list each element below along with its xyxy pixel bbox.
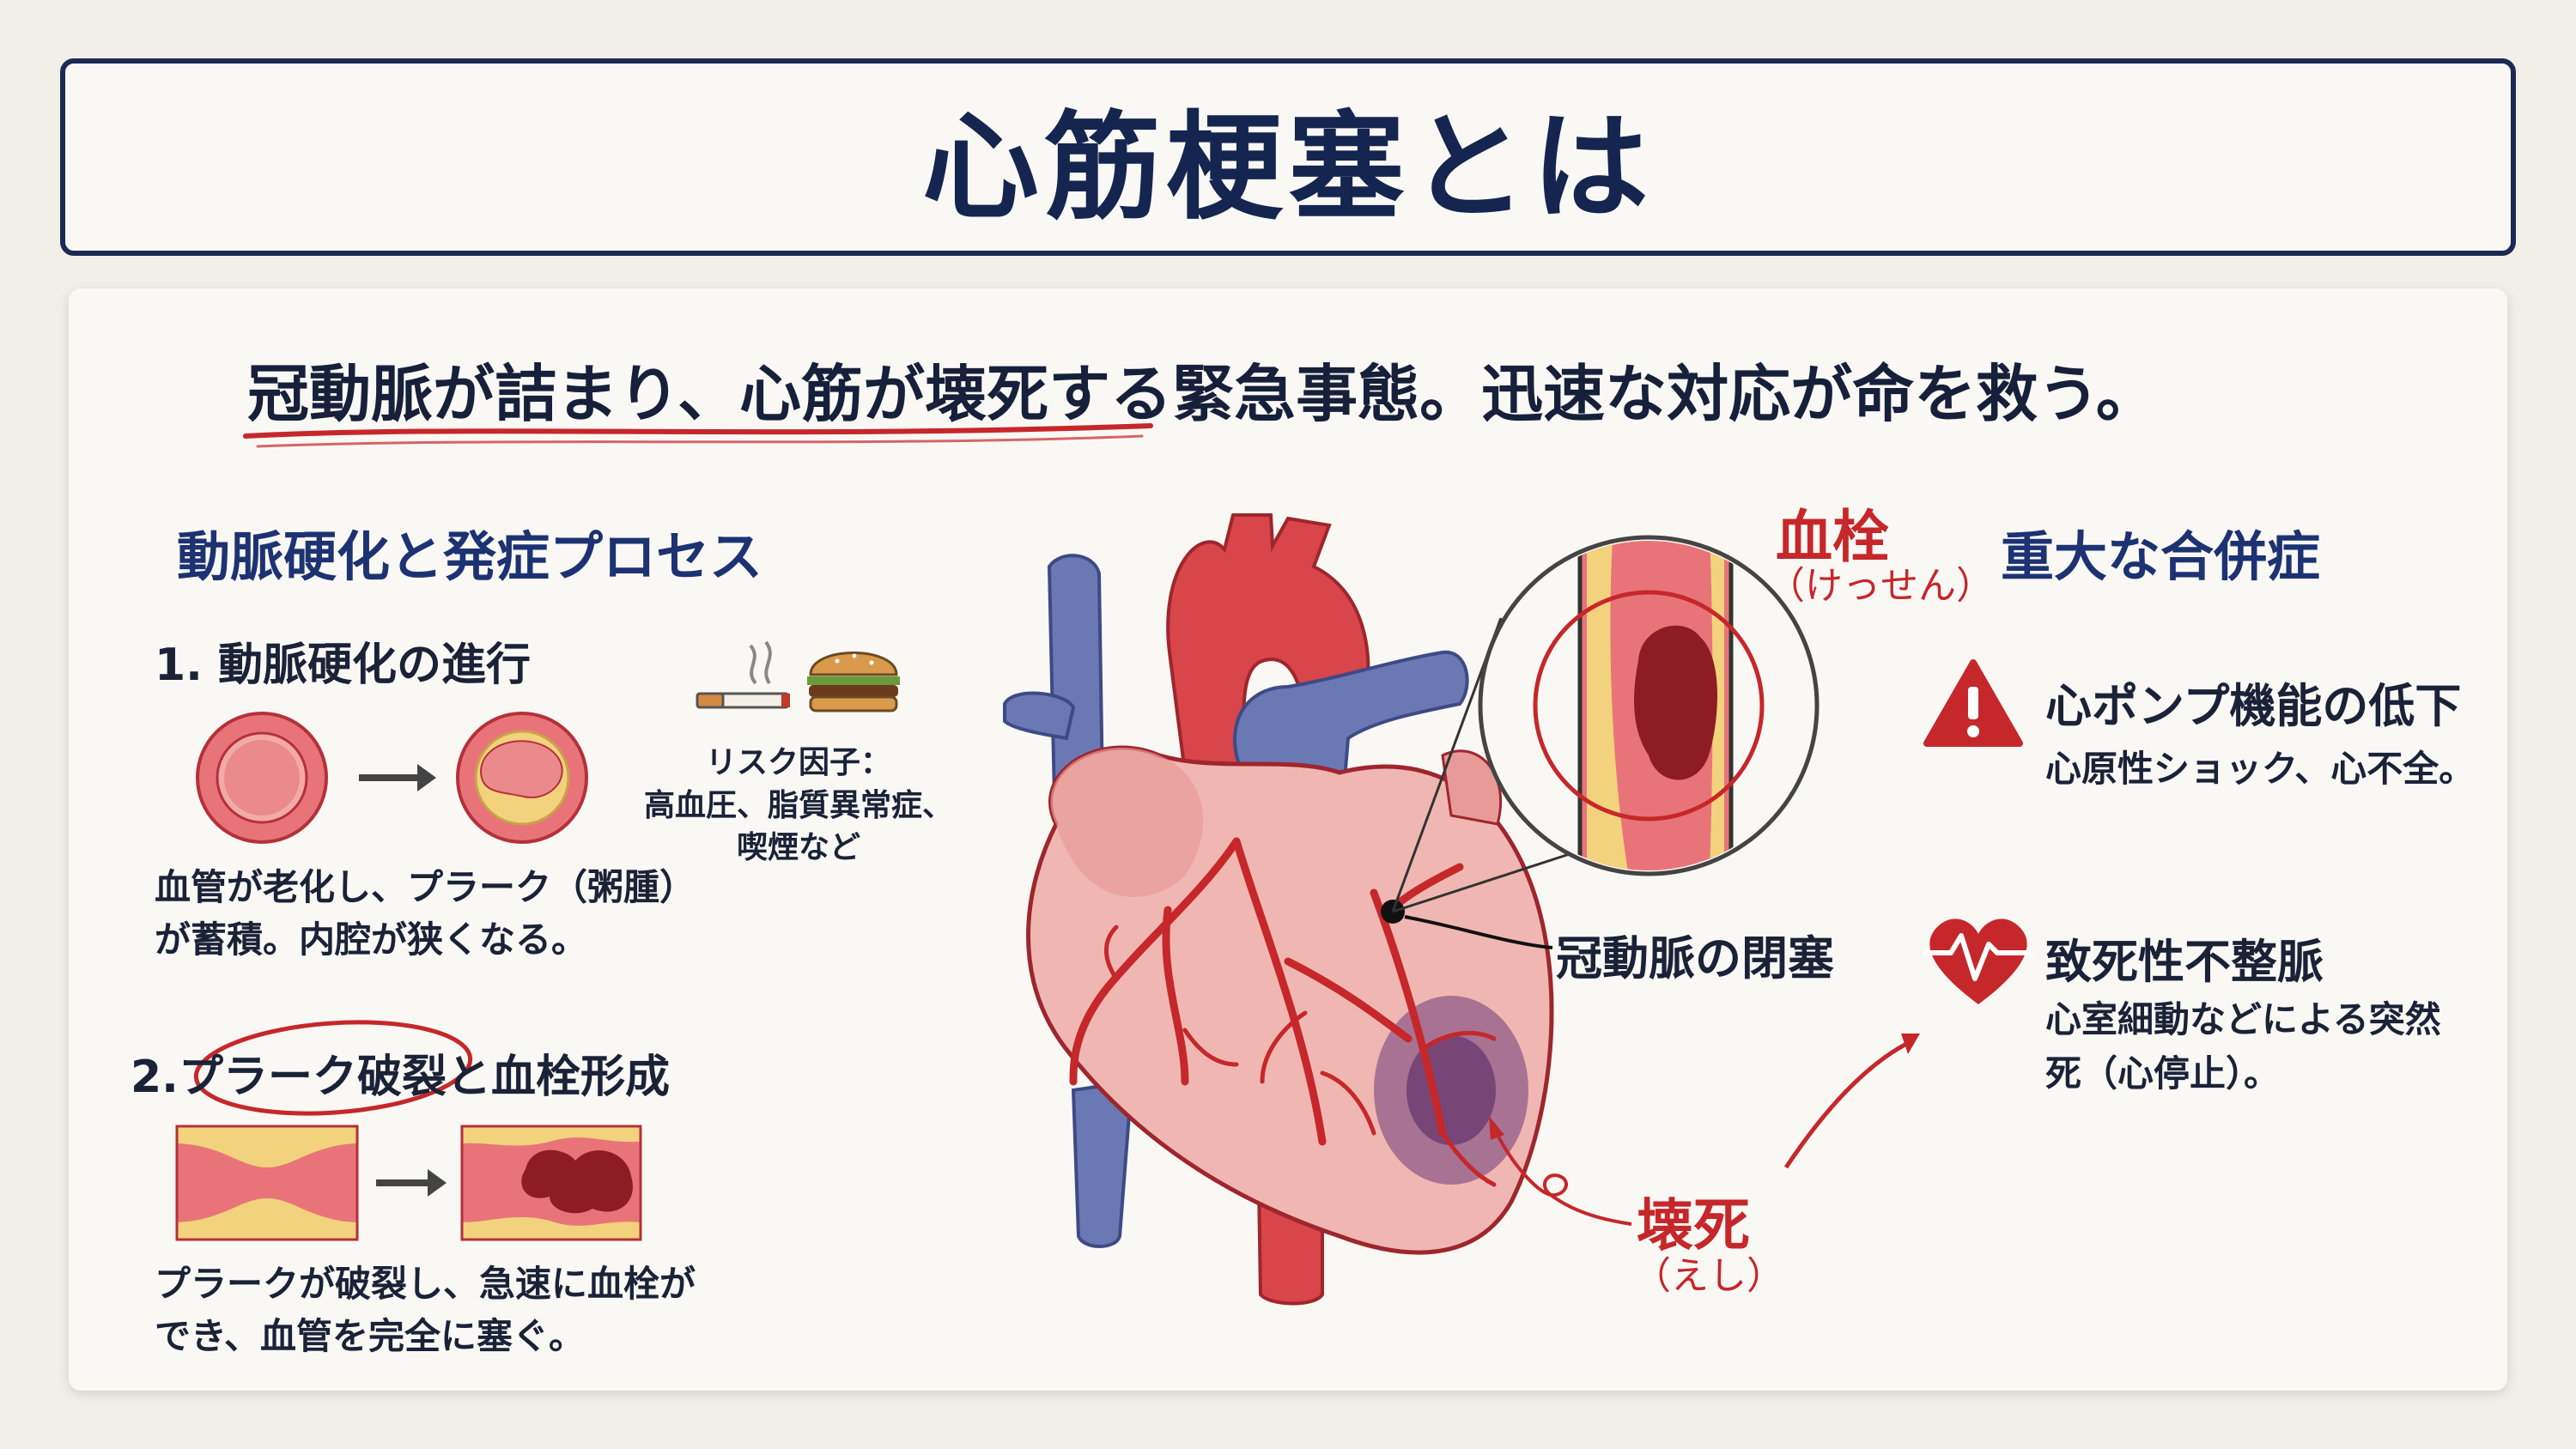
narrowed-artery-longitudinal [175, 1125, 359, 1241]
warning-icon [1923, 659, 2023, 747]
necrosis-label: 壊死 [1637, 1192, 1750, 1258]
burger-icon [807, 652, 900, 712]
narrowed-vessel-cross-section [456, 712, 588, 844]
necrosis-pointer [1494, 1131, 1632, 1226]
arrhythmia-arrow [1783, 1038, 1915, 1169]
title-box: 心筋梗塞とは [60, 58, 2516, 256]
inferior-vena-cava [1071, 1079, 1134, 1248]
heartbeat-icon [1923, 919, 2033, 1004]
circled-term: プラーク破裂 [178, 1052, 447, 1103]
step2-description: プラークが破裂し、急速に血栓が でき、血管を完全に塞ぐ。 [155, 1263, 696, 1357]
complication2-description: 心室細動などによる突然 死（心停止）。 [2045, 998, 2441, 1094]
clot-label: 血栓 [1776, 504, 1889, 570]
clot-reading: （けっせん） [1767, 564, 1994, 608]
complication1-description: 心原性ショック、心不全。 [2045, 748, 2476, 790]
clot-magnifier [1478, 535, 1820, 876]
left-section-heading: 動脈硬化と発症プロセス [177, 525, 763, 588]
arrow-right-icon-2 [376, 1169, 447, 1197]
occlusion-label: 冠動脈の閉塞 [1556, 931, 1834, 985]
coronary-arteries [1069, 837, 1464, 1146]
step1-description: 血管が老化し、プラーク（粥腫） が蓄積。内腔が狭くなる。 [155, 866, 696, 961]
complication1-title: 心ポンプ機能の低下 [2045, 679, 2462, 733]
risk-factors: リスク因子： 高血圧、脂質異常症、 喫煙など [643, 745, 953, 866]
step2-title: 2.プラーク破裂と血栓形成 [131, 1052, 670, 1103]
cigarette-icon [696, 640, 790, 709]
circled-highlight [193, 1020, 473, 1116]
clotted-artery-longitudinal [460, 1125, 642, 1241]
heart-illustration [1003, 513, 1554, 1306]
complication2-title: 致死性不整脈 [2045, 935, 2324, 989]
lead-underline [243, 423, 1153, 439]
arrow-right-icon [359, 764, 436, 791]
step1-title: 1. 動脈硬化の進行 [155, 640, 532, 691]
necrosis-reading: （えし） [1633, 1254, 1784, 1298]
healthy-vessel-cross-section [196, 712, 328, 844]
page-title: 心筋梗塞とは [922, 100, 1654, 236]
lead-text: 冠動脈が詰まり、心筋が壊死する緊急事態。迅速な対応が命を救う。 [247, 358, 2158, 430]
right-section-heading: 重大な合併症 [2001, 525, 2321, 588]
